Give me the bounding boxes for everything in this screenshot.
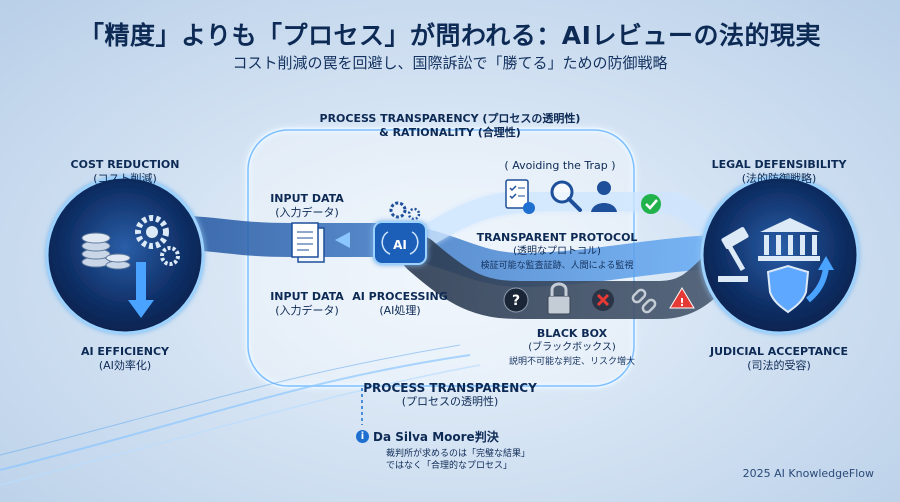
gear-icon <box>135 215 180 266</box>
svg-text:?: ? <box>512 293 520 309</box>
legal-defensibility-label: LEGAL DEFENSIBILITY(法的防御戦略) <box>711 158 847 185</box>
magnifier-icon <box>550 180 582 212</box>
avoiding-trap-label: ( Avoiding the Trap ) <box>504 159 616 172</box>
input-data-bottom-label: INPUT DATA(入力データ) <box>270 290 344 317</box>
ai-processing-label: AI PROCESSING(AI処理) <box>352 290 448 317</box>
input-data-top-label: INPUT DATA(入力データ) <box>270 192 344 219</box>
judicial-acceptance-label: JUDICIAL ACCEPTANCE(司法的受容) <box>710 345 848 372</box>
footer-credit: 2025 AI KnowledgeFlow <box>742 467 874 480</box>
page-title: 「精度」よりも「プロセス」が問われる：AIレビューの法的現実 <box>79 21 821 50</box>
person-icon <box>591 181 617 212</box>
check-icon <box>641 194 661 214</box>
brain-chip-icon: AI <box>373 201 427 265</box>
document-icon <box>291 222 325 263</box>
shield-icon <box>766 264 810 314</box>
frame-bottom-label: PROCESS TRANSPARENCY(プロセスの透明性) <box>363 381 537 408</box>
x-icon <box>592 289 614 311</box>
warning-icon: ! <box>669 287 695 309</box>
gavel-icon <box>718 227 749 282</box>
down-arrow-icon <box>128 262 154 318</box>
ai-efficiency-label: AI EFFICIENCY(AI効率化) <box>81 345 169 372</box>
cost-reduction-label: COST REDUCTION(コスト削減) <box>70 158 180 185</box>
svg-text:AI: AI <box>393 238 407 252</box>
broken-link-icon <box>631 288 657 314</box>
page-subtitle: コスト削減の罠を回避し、国際訴訟で「勝てる」ための防御戦略 <box>232 54 668 72</box>
up-arrow-icon <box>806 256 834 303</box>
courthouse-icon <box>758 218 820 261</box>
info-icon: i <box>356 430 369 443</box>
coins-icon <box>81 232 131 270</box>
swoosh-lines <box>0 354 471 471</box>
main-flow <box>133 215 787 288</box>
checklist-icon <box>505 179 535 214</box>
frame-top-label: PROCESS TRANSPARENCY (プロセスの透明性)& RATIONA… <box>319 112 581 139</box>
black-box-label: BLACK BOX(ブラックボックス)説明不可能な判定、リスク増大 <box>508 327 635 367</box>
lock-icon <box>547 282 571 315</box>
svg-text:!: ! <box>679 296 684 309</box>
transparent-protocol-label: TRANSPARENT PROTOCOL(透明なプロトコル)検証可能な監査証跡、… <box>476 231 638 271</box>
question-icon: ? <box>503 287 529 313</box>
